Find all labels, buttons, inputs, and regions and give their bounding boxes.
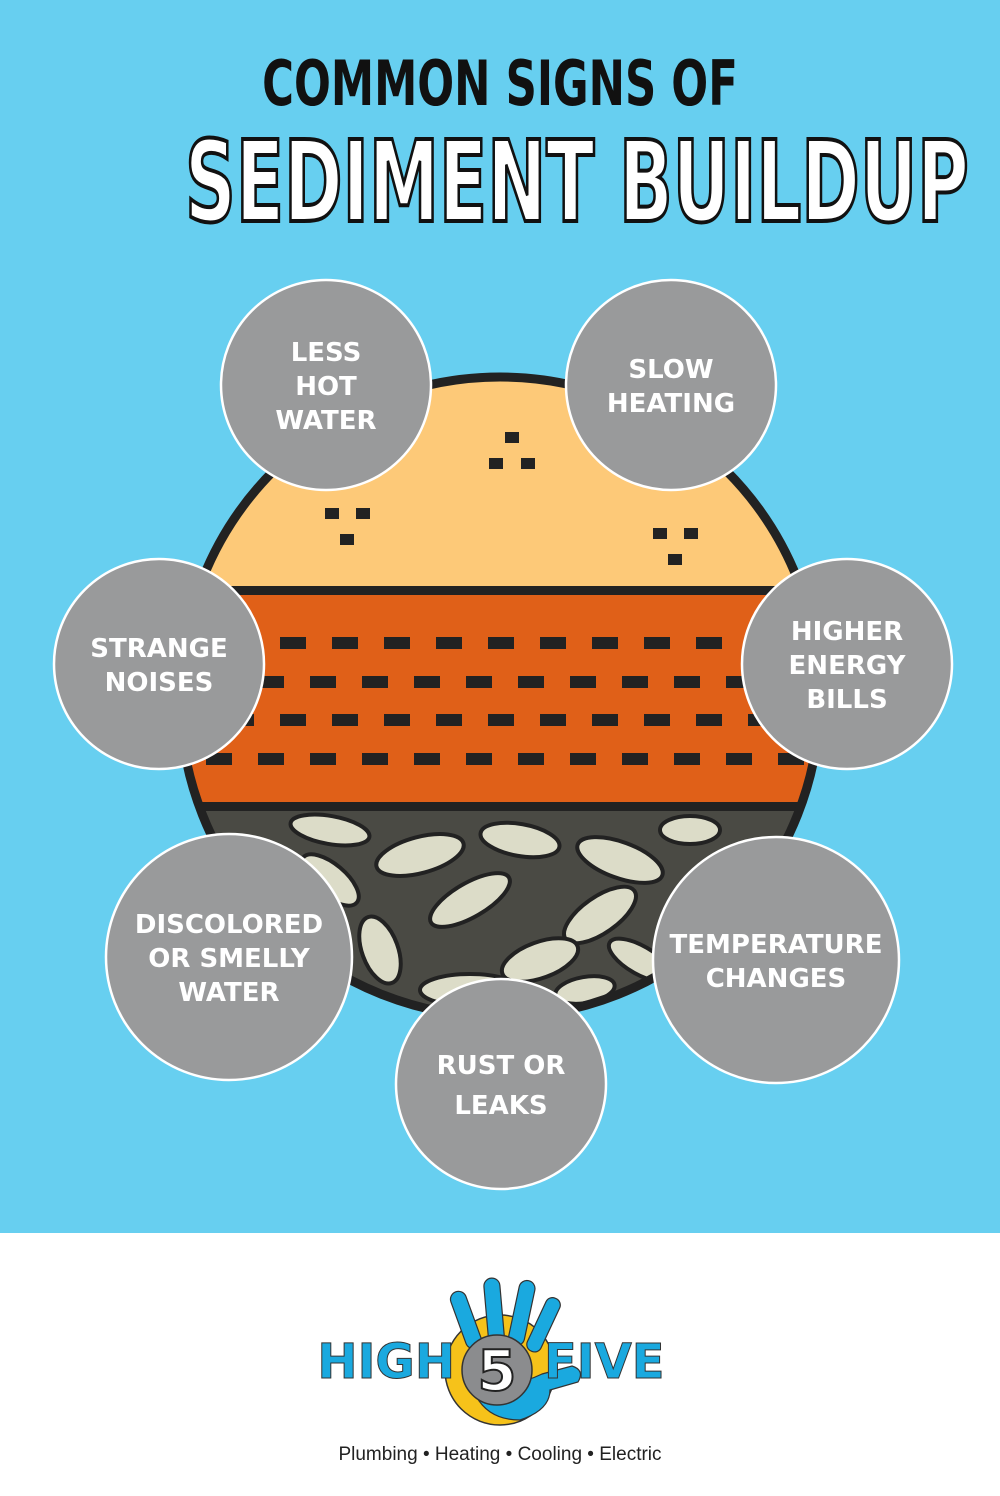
sediment-dash <box>488 714 514 726</box>
sediment-dash <box>570 753 596 765</box>
sign-label: RUST OR <box>437 1051 566 1081</box>
sediment-dash <box>414 676 440 688</box>
sediment-dash <box>384 714 410 726</box>
sign-label: WATER <box>275 406 376 436</box>
logo-number: 5 <box>478 1339 517 1404</box>
sediment-dash <box>726 753 752 765</box>
sediment-dash <box>622 676 648 688</box>
sediment-dash <box>332 714 358 726</box>
sediment-dash <box>540 637 566 649</box>
sediment-dash <box>384 637 410 649</box>
sediment-dash <box>206 753 232 765</box>
title-line-1: COMMON SIGNS OF <box>262 47 738 120</box>
sign-label: WATER <box>178 978 279 1008</box>
pebble <box>288 812 372 848</box>
pebble <box>499 936 581 984</box>
pebble <box>357 914 403 986</box>
hand-icon <box>449 1277 582 1421</box>
sediment-dash <box>488 637 514 649</box>
sign-label: CHANGES <box>706 964 847 994</box>
sediment-dash <box>436 637 462 649</box>
sediment-dash <box>436 714 462 726</box>
sediment-dash <box>696 637 722 649</box>
pebble <box>428 871 512 929</box>
sign-badge: SLOW HEATING <box>564 278 778 492</box>
pebble <box>478 820 562 860</box>
sign-label: ENERGY <box>789 651 907 681</box>
sign-label: TEMPERATURE <box>670 930 883 960</box>
sediment-dash <box>622 753 648 765</box>
sediment-dash <box>280 637 306 649</box>
sign-label: LEAKS <box>454 1091 547 1121</box>
sign-badge: LESS HOT WATER <box>219 278 433 492</box>
sign-badge: STRANGE NOISES <box>52 557 266 771</box>
title-line-2: SEDIMENT BUILDUP <box>184 118 970 248</box>
sediment-dash <box>696 714 722 726</box>
sign-label: HIGHER <box>791 617 903 647</box>
sediment-dash <box>280 714 306 726</box>
sign-label: NOISES <box>105 668 214 698</box>
sign-label: HEATING <box>607 389 735 419</box>
sign-label: BILLS <box>806 685 887 715</box>
sediment-dash <box>362 753 388 765</box>
pebble <box>658 814 722 846</box>
sediment-dash <box>518 753 544 765</box>
sediment-dash <box>592 637 618 649</box>
sign-badge: TEMPERATURE CHANGES <box>651 835 901 1085</box>
sediment-dash <box>466 753 492 765</box>
sediment-dash <box>540 714 566 726</box>
sign-label: SLOW <box>628 355 713 385</box>
sediment-dash <box>362 676 388 688</box>
sign-label: HOT <box>295 372 357 402</box>
sediment-dash <box>674 753 700 765</box>
sediment-dash <box>332 637 358 649</box>
sign-badge: RUST OR LEAKS <box>394 977 608 1191</box>
sign-label: LESS <box>291 338 362 368</box>
sign-label: OR SMELLY <box>148 944 311 974</box>
sediment-dash <box>258 753 284 765</box>
logo-word-right: FIVE <box>544 1334 665 1390</box>
sign-badge: DISCOLORED OR SMELLY WATER <box>104 832 354 1082</box>
sediment-dash <box>310 753 336 765</box>
pebble <box>374 832 466 878</box>
logo-word-left: HIGH <box>317 1334 455 1390</box>
sediment-dash <box>592 714 618 726</box>
high-five-logo: 5 HIGH FIVE <box>317 1277 665 1426</box>
tagline: Plumbing • Heating • Cooling • Electric <box>338 1444 662 1465</box>
sediment-dash <box>674 676 700 688</box>
infographic-panel: LESS HOT WATER SLOW HEATING STRANGE NOISES HIGH… <box>0 0 1000 1233</box>
sediment-dash <box>518 676 544 688</box>
sign-label: DISCOLORED <box>135 910 323 940</box>
sediment-dash <box>466 676 492 688</box>
sediment-dash <box>258 676 284 688</box>
sediment-dash <box>570 676 596 688</box>
sediment-dash <box>644 714 670 726</box>
sediment-dash <box>310 676 336 688</box>
sediment-dash <box>414 753 440 765</box>
sign-label: STRANGE <box>90 634 227 664</box>
pebble <box>575 835 665 885</box>
sign-badge: HIGHER ENERGY BILLS <box>740 557 954 771</box>
sediment-dash <box>644 637 670 649</box>
